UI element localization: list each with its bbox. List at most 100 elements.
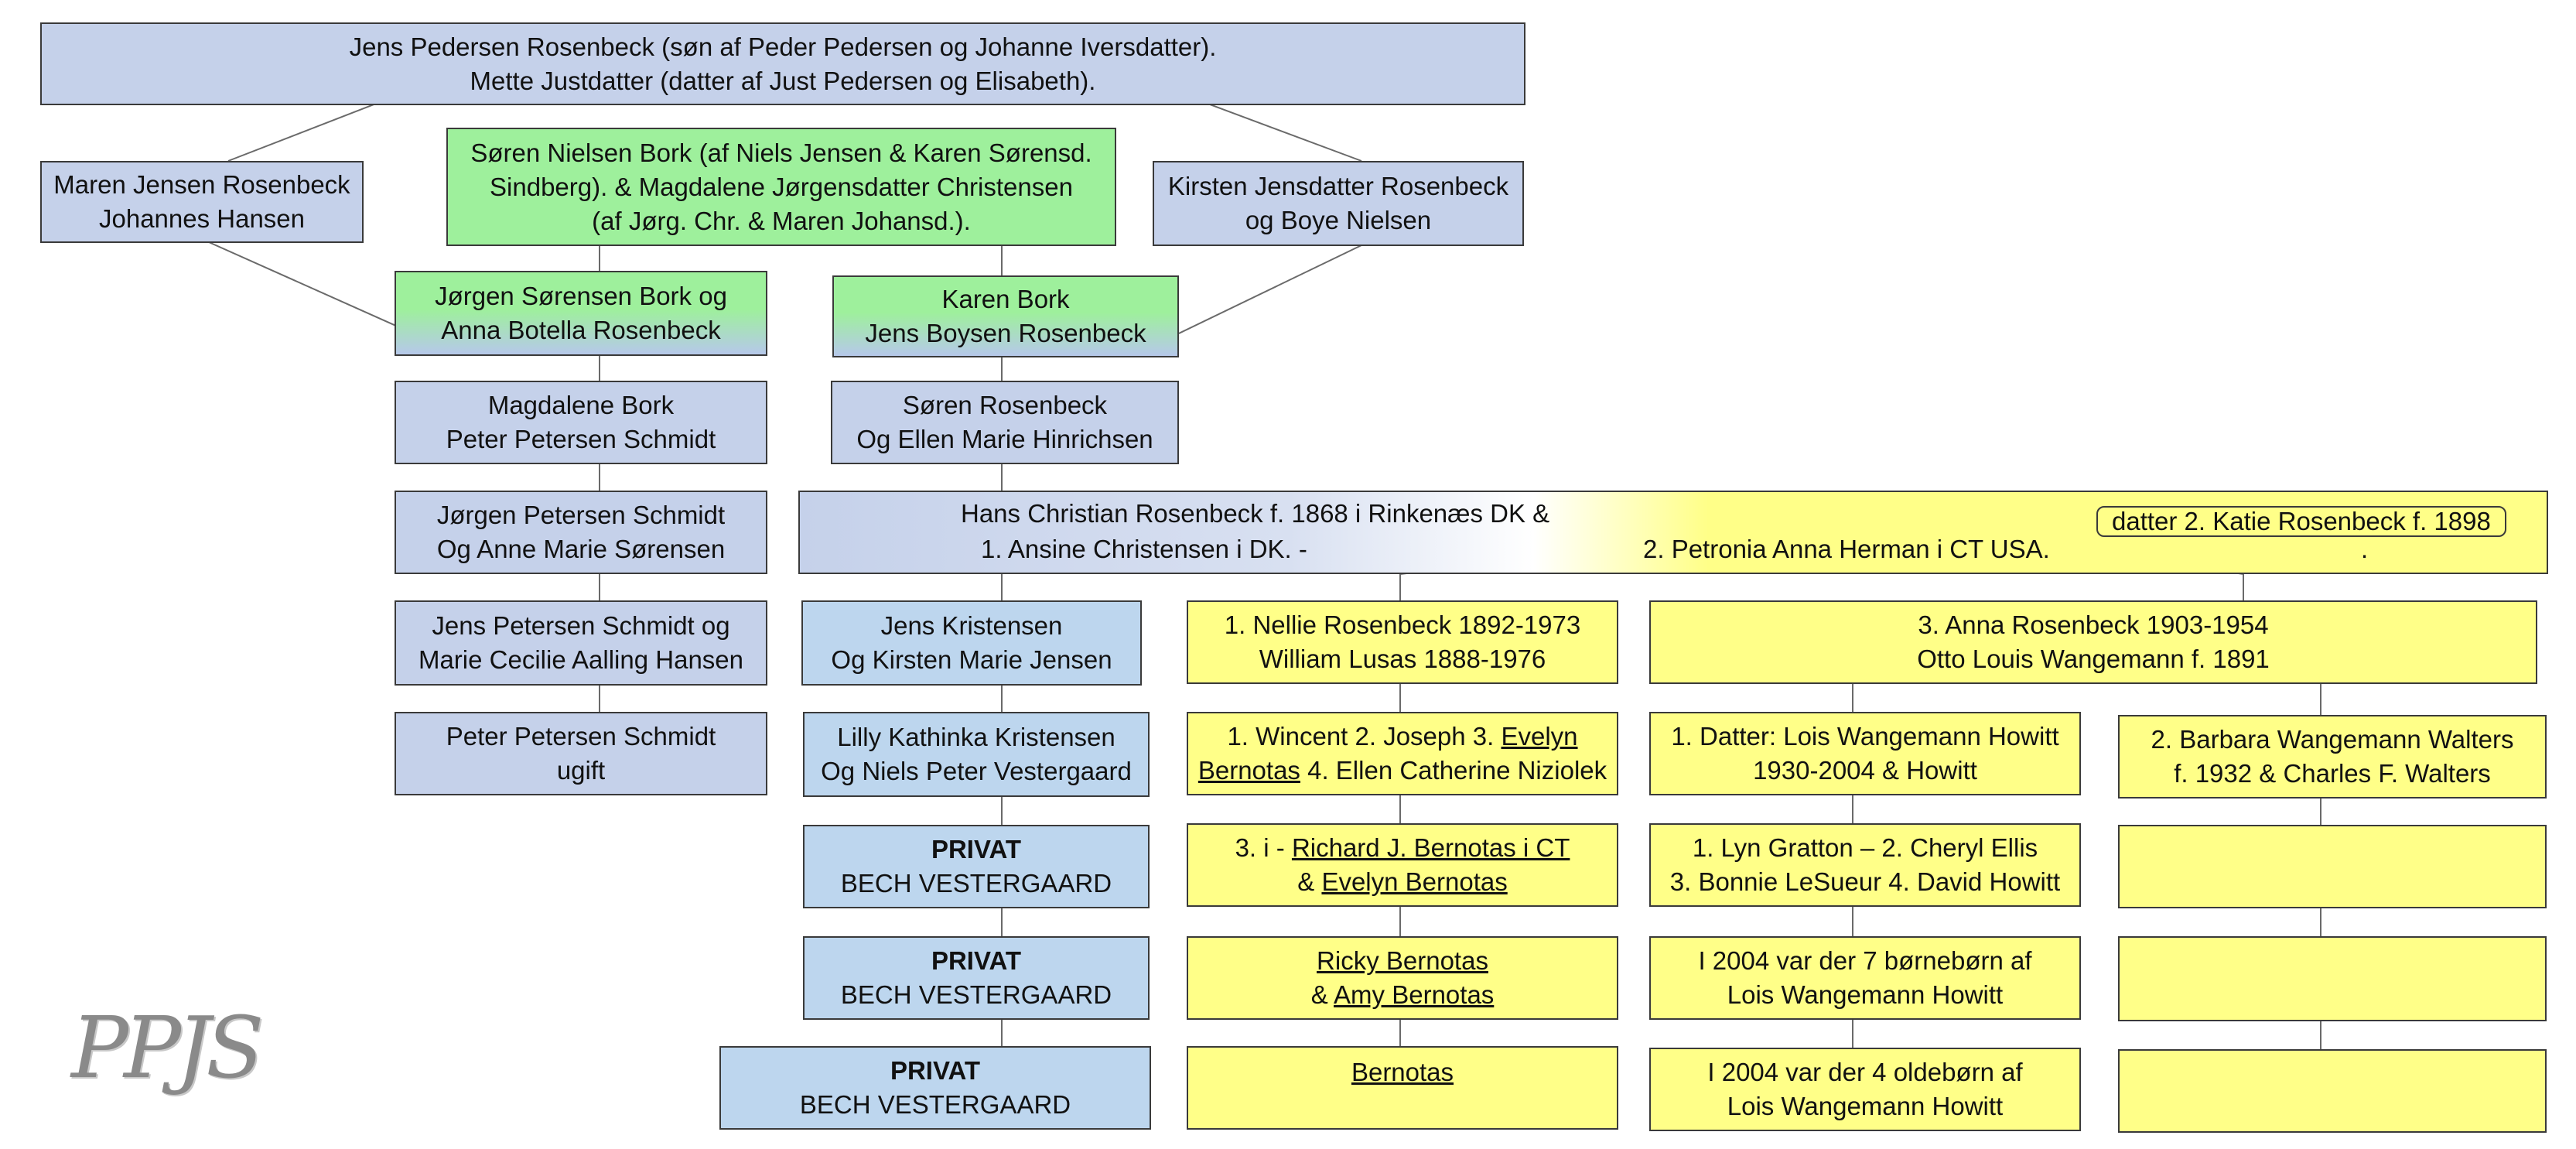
jens-kristensen-line-2: Og Kirsten Marie Jensen bbox=[831, 645, 1112, 674]
ricky-line-2a: & bbox=[1310, 980, 1334, 1009]
karen-bork-line-1: Karen Bork bbox=[941, 285, 1070, 313]
anna-line-2: Otto Louis Wangemann f. 1891 bbox=[1917, 645, 2270, 673]
connector-line bbox=[1163, 245, 1362, 341]
soren-rosenbeck-line-2: Og Ellen Marie Hinrichsen bbox=[856, 425, 1153, 453]
evelyn-link[interactable]: Evelyn bbox=[1501, 722, 1578, 751]
peter-schmidt-line-2: ugift bbox=[556, 756, 606, 785]
ricky-line-2: & Amy Bernotas bbox=[1311, 978, 1495, 1012]
grandchildren-line-2: Lois Wangemann Howitt bbox=[1727, 980, 2004, 1009]
amy-link[interactable]: Amy Bernotas bbox=[1334, 980, 1495, 1009]
wincent-line-1a: 1. Wincent 2. Joseph 3. bbox=[1227, 722, 1502, 751]
lyn-line-1: 1. Lyn Gratton – 2. Cheryl Ellis bbox=[1692, 833, 2038, 862]
connector-line bbox=[208, 241, 412, 333]
great-grandchildren-box: I 2004 var der 4 oldebørn af Lois Wangem… bbox=[1649, 1048, 2081, 1131]
lilly-line-1: Lilly Kathinka Kristensen bbox=[837, 723, 1115, 751]
empty-box-1 bbox=[2118, 825, 2547, 908]
privat-3-line-2: BECH VESTERGAARD bbox=[799, 1090, 1071, 1119]
grandchildren-line-1: I 2004 var der 7 børnebørn af bbox=[1698, 946, 2032, 975]
great-grandchildren-line-2: Lois Wangemann Howitt bbox=[1727, 1092, 2004, 1120]
lilly-line-2: Og Niels Peter Vestergaard bbox=[821, 757, 1132, 785]
lois-line-2: 1930-2004 & Howitt bbox=[1753, 756, 1977, 785]
soren-rosenbeck-box: Søren Rosenbeck Og Ellen Marie Hinrichse… bbox=[831, 381, 1179, 464]
privat-box-2: PRIVAT BECH VESTERGAARD bbox=[803, 936, 1150, 1020]
peter-schmidt-line-1: Peter Petersen Schmidt bbox=[446, 722, 716, 751]
kirsten-box: Kirsten Jensdatter Rosenbeck og Boye Nie… bbox=[1153, 161, 1524, 246]
jens-schmidt-box: Jens Petersen Schmidt og Marie Cecilie A… bbox=[395, 600, 767, 686]
wincent-line-1: 1. Wincent 2. Joseph 3. Evelyn bbox=[1227, 720, 1577, 754]
grandchildren-box: I 2004 var der 7 børnebørn af Lois Wange… bbox=[1649, 936, 2081, 1020]
richard-line-1a: 3. i - bbox=[1235, 833, 1292, 862]
barbara-line-2: f. 1932 & Charles F. Walters bbox=[2174, 759, 2491, 788]
nellie-box: 1. Nellie Rosenbeck 1892-1973 William Lu… bbox=[1187, 600, 1618, 684]
wincent-line-2b: 4. Ellen Catherine Niziolek bbox=[1300, 756, 1607, 785]
privat-1-line-1: PRIVAT bbox=[931, 835, 1022, 863]
wincent-box: 1. Wincent 2. Joseph 3. Evelyn Bernotas … bbox=[1187, 712, 1618, 795]
jorgen-schmidt-line-1: Jørgen Petersen Schmidt bbox=[436, 501, 726, 529]
root-line-2: Mette Justdatter (datter af Just Pederse… bbox=[470, 66, 1096, 95]
jens-schmidt-line-1: Jens Petersen Schmidt og bbox=[432, 611, 730, 640]
anna-line-1: 3. Anna Rosenbeck 1903-1954 bbox=[1918, 610, 2269, 639]
lyn-box: 1. Lyn Gratton – 2. Cheryl Ellis 3. Bonn… bbox=[1649, 823, 2081, 907]
richard-box: 3. i - Richard J. Bernotas i CT & Evelyn… bbox=[1187, 823, 1618, 907]
richard-line-2: & Evelyn Bernotas bbox=[1297, 865, 1508, 899]
bernotas-family-link[interactable]: Bernotas bbox=[1351, 1058, 1454, 1086]
soren-bork-line-1: Søren Nielsen Bork (af Niels Jensen & Ka… bbox=[470, 138, 1092, 167]
jorgen-bork-line-1: Jørgen Sørensen Bork og bbox=[435, 282, 727, 310]
privat-box-1: PRIVAT BECH VESTERGAARD bbox=[803, 825, 1150, 908]
empty-box-2 bbox=[2118, 936, 2547, 1021]
richard-line-2a: & bbox=[1297, 867, 1322, 896]
hans-christian-line-3: 2. Petronia Anna Herman i CT USA. bbox=[1643, 535, 2050, 563]
magdalene-box: Magdalene Bork Peter Petersen Schmidt bbox=[395, 381, 767, 464]
jens-schmidt-line-2: Marie Cecilie Aalling Hansen bbox=[418, 645, 744, 674]
hans-christian-line-1: Hans Christian Rosenbeck f. 1868 i Rinke… bbox=[961, 499, 1550, 528]
great-grandchildren-line-1: I 2004 var der 4 oldebørn af bbox=[1707, 1058, 2023, 1086]
richard-line-1: 3. i - Richard J. Bernotas i CT bbox=[1235, 831, 1570, 865]
privat-2-line-1: PRIVAT bbox=[931, 946, 1022, 975]
jorgen-bork-line-2: Anna Botella Rosenbeck bbox=[441, 316, 721, 344]
karen-bork-line-2: Jens Boysen Rosenbeck bbox=[865, 319, 1146, 347]
kirsten-line-1: Kirsten Jensdatter Rosenbeck bbox=[1167, 172, 1509, 200]
empty-box-3 bbox=[2118, 1049, 2547, 1133]
root-ancestors-box: Jens Pedersen Rosenbeck (søn af Peder Pe… bbox=[40, 22, 1525, 105]
barbara-box: 2. Barbara Wangemann Walters f. 1932 & C… bbox=[2118, 715, 2547, 798]
soren-rosenbeck-line-1: Søren Rosenbeck bbox=[902, 391, 1108, 419]
ricky-box: Ricky Bernotas & Amy Bernotas bbox=[1187, 936, 1618, 1020]
anna-box: 3. Anna Rosenbeck 1903-1954 Otto Louis W… bbox=[1649, 600, 2537, 684]
privat-3-line-1: PRIVAT bbox=[890, 1056, 981, 1085]
nellie-line-2: William Lusas 1888-1976 bbox=[1259, 645, 1546, 673]
wincent-line-2: Bernotas 4. Ellen Catherine Niziolek bbox=[1198, 754, 1607, 788]
peter-schmidt-box: Peter Petersen Schmidt ugift bbox=[395, 712, 767, 795]
katie-label: datter 2. Katie Rosenbeck f. 1898 bbox=[2096, 506, 2506, 537]
jens-kristensen-line-1: Jens Kristensen bbox=[880, 611, 1063, 640]
jorgen-schmidt-line-2: Og Anne Marie Sørensen bbox=[436, 535, 726, 563]
magdalene-line-1: Magdalene Bork bbox=[487, 391, 675, 419]
privat-box-3: PRIVAT BECH VESTERGAARD bbox=[719, 1046, 1151, 1130]
nellie-line-1: 1. Nellie Rosenbeck 1892-1973 bbox=[1224, 610, 1581, 639]
lois-line-1: 1. Datter: Lois Wangemann Howitt bbox=[1671, 722, 2059, 751]
bernotas-link[interactable]: Bernotas bbox=[1197, 756, 1300, 785]
soren-bork-line-2: Sindberg). & Magdalene Jørgensdatter Chr… bbox=[490, 172, 1073, 201]
maren-line-1: Maren Jensen Rosenbeck bbox=[53, 170, 350, 199]
hans-christian-box: Hans Christian Rosenbeck f. 1868 i Rinke… bbox=[798, 491, 2548, 574]
lois-box: 1. Datter: Lois Wangemann Howitt 1930-20… bbox=[1649, 712, 2081, 795]
privat-1-line-2: BECH VESTERGAARD bbox=[840, 869, 1112, 898]
karen-bork-box: Karen Bork Jens Boysen Rosenbeck bbox=[832, 275, 1179, 357]
evelyn-bernotas-link[interactable]: Evelyn Bernotas bbox=[1321, 867, 1508, 896]
ricky-link[interactable]: Ricky Bernotas bbox=[1317, 946, 1488, 975]
magdalene-line-2: Peter Petersen Schmidt bbox=[446, 425, 716, 453]
jorgen-bork-box: Jørgen Sørensen Bork og Anna Botella Ros… bbox=[395, 271, 767, 356]
barbara-line-1: 2. Barbara Wangemann Walters bbox=[2151, 725, 2514, 754]
maren-box: Maren Jensen Rosenbeck Johannes Hansen bbox=[40, 161, 364, 243]
soren-bork-line-3: (af Jørg. Chr. & Maren Johansd.). bbox=[592, 206, 971, 235]
ppjs-logo: PPJS bbox=[71, 998, 264, 1097]
root-line-1: Jens Pedersen Rosenbeck (søn af Peder Pe… bbox=[349, 32, 1217, 61]
kirsten-line-2: og Boye Nielsen bbox=[1245, 206, 1432, 234]
richard-link[interactable]: Richard J. Bernotas i CT bbox=[1291, 833, 1570, 862]
hans-christian-line-2: 1. Ansine Christensen i DK. - bbox=[981, 535, 1307, 563]
lyn-line-2: 3. Bonnie LeSueur 4. David Howitt bbox=[1669, 867, 2061, 896]
privat-2-line-2: BECH VESTERGAARD bbox=[840, 980, 1112, 1009]
jorgen-schmidt-box: Jørgen Petersen Schmidt Og Anne Marie Sø… bbox=[395, 491, 767, 574]
soren-bork-box: Søren Nielsen Bork (af Niels Jensen & Ka… bbox=[446, 128, 1116, 246]
lilly-box: Lilly Kathinka Kristensen Og Niels Peter… bbox=[803, 712, 1150, 797]
bernotas-box: Bernotas bbox=[1187, 1046, 1618, 1130]
